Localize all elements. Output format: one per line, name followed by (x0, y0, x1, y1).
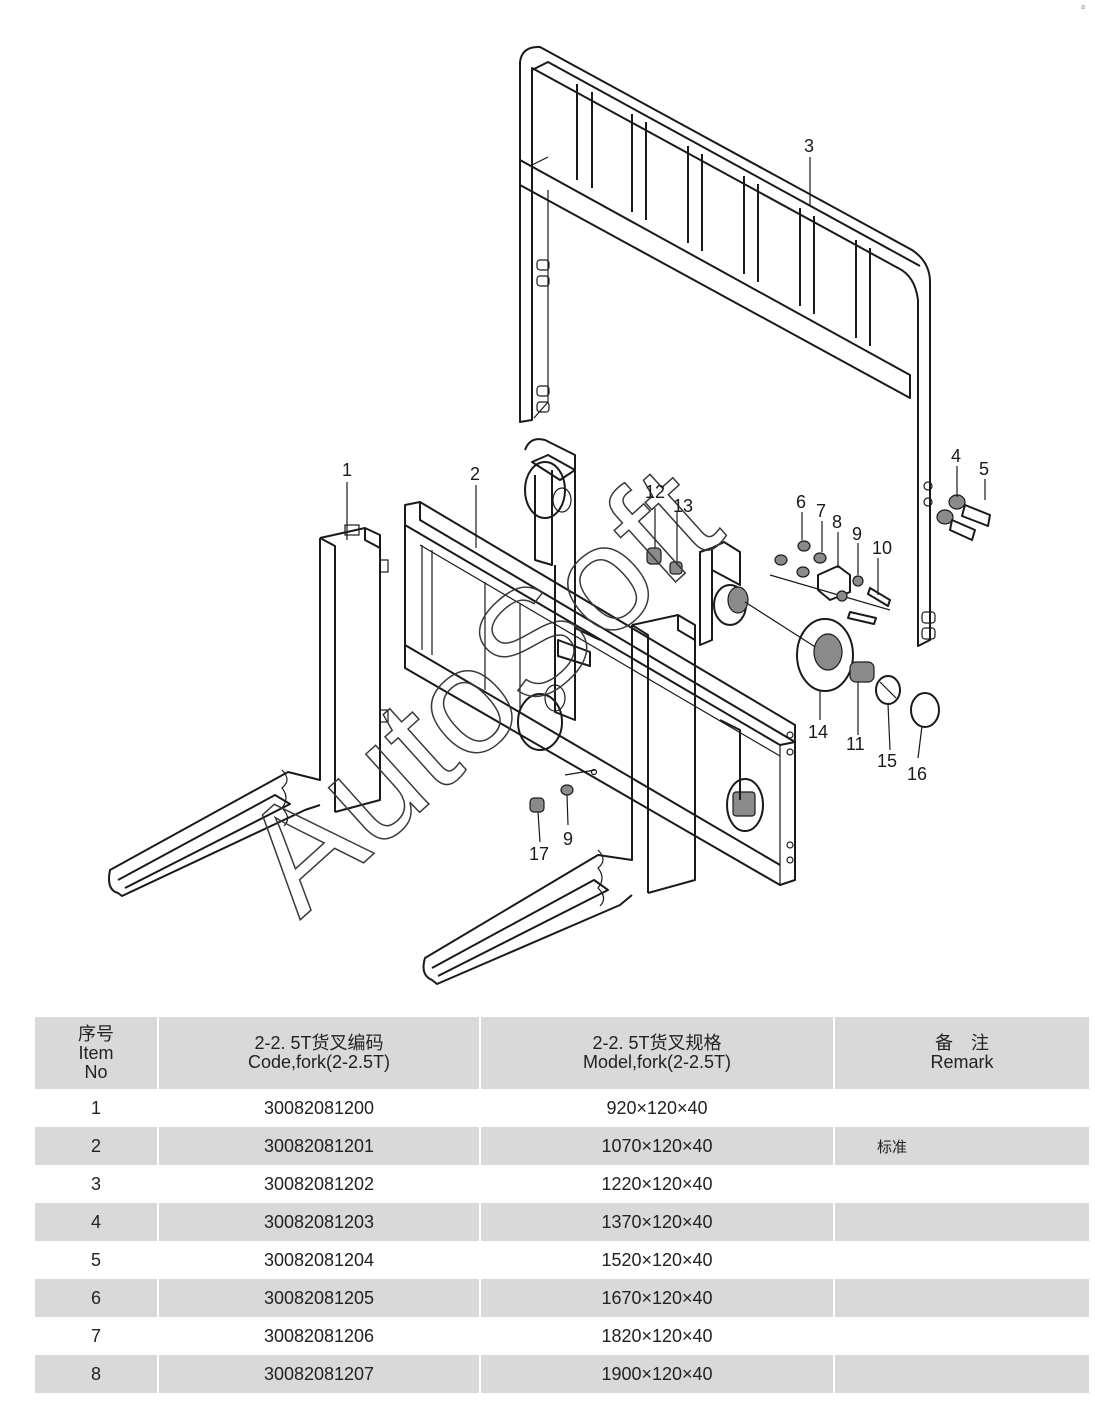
cell-model: 1520×120×40 (480, 1241, 835, 1279)
cell-code: 30082081201 (158, 1127, 481, 1165)
cell-code: 30082081204 (158, 1241, 481, 1279)
cell-code: 30082081200 (158, 1089, 481, 1127)
svg-text:AutoSoft: AutoSoft (209, 434, 749, 944)
callout-9b: 9 (563, 829, 573, 849)
callout-4: 4 (951, 446, 961, 466)
cell-remark (834, 1165, 1091, 1203)
callout-14: 14 (808, 722, 828, 742)
cell-no: 4 (35, 1203, 159, 1241)
callout-7: 7 (816, 501, 826, 521)
callout-12: 12 (645, 482, 665, 502)
cell-no: 6 (35, 1279, 159, 1317)
callout-leaders (346, 157, 986, 843)
table-row: 3 30082081202 1220×120×40 (35, 1165, 1091, 1203)
table-row: 2 30082081201 1070×120×40 标准 (35, 1127, 1091, 1165)
load-backrest (519, 45, 936, 647)
watermark: AutoSoft (208, 433, 750, 944)
cell-remark (834, 1279, 1091, 1317)
header-item-no: 序号 Item No (35, 1017, 159, 1089)
cell-code: 30082081207 (158, 1355, 481, 1393)
table-row: 8 30082081207 1900×120×40 (35, 1355, 1091, 1393)
callout-6: 6 (796, 492, 806, 512)
callout-16: 16 (907, 764, 927, 784)
cell-code: 30082081205 (158, 1279, 481, 1317)
cell-no: 2 (35, 1127, 159, 1165)
callout-1: 1 (342, 460, 352, 480)
callout-10: 10 (872, 538, 892, 558)
cell-model: 1670×120×40 (480, 1279, 835, 1317)
cell-model: 920×120×40 (480, 1089, 835, 1127)
callout-9: 9 (852, 524, 862, 544)
table-row: 5 30082081204 1520×120×40 (35, 1241, 1091, 1279)
cell-no: 8 (35, 1355, 159, 1393)
callout-11: 11 (846, 734, 865, 754)
callout-3: 3 (804, 136, 814, 156)
cell-remark (834, 1317, 1091, 1355)
table-row: 4 30082081203 1370×120×40 (35, 1203, 1091, 1241)
header-remark: 备 注 Remark (834, 1017, 1091, 1089)
callout-labels: 1 2 3 4 5 6 7 8 9 10 11 12 13 14 15 16 1… (342, 136, 989, 864)
callout-2: 2 (470, 464, 480, 484)
table-header-row: 序号 Item No 2-2. 5T货叉编码 Code,fork(2-2.5T)… (35, 1017, 1091, 1089)
cell-no: 3 (35, 1165, 159, 1203)
fork-carriage (404, 438, 796, 886)
callout-5: 5 (979, 459, 989, 479)
cell-no: 5 (35, 1241, 159, 1279)
cell-model: 1900×120×40 (480, 1355, 835, 1393)
cell-code: 30082081203 (158, 1203, 481, 1241)
cell-model: 1070×120×40 (480, 1127, 835, 1165)
cell-remark: 标准 (834, 1127, 1091, 1165)
cell-code: 30082081206 (158, 1317, 481, 1355)
hinge-assembly (529, 494, 991, 813)
callout-15: 15 (877, 751, 897, 771)
cell-model: 1370×120×40 (480, 1203, 835, 1241)
header-code: 2-2. 5T货叉编码 Code,fork(2-2.5T) (158, 1017, 481, 1089)
callout-8: 8 (832, 512, 842, 532)
cell-no: 7 (35, 1317, 159, 1355)
fork-right (422, 614, 696, 985)
header-model: 2-2. 5T货叉规格 Model,fork(2-2.5T) (480, 1017, 835, 1089)
cell-code: 30082081202 (158, 1165, 481, 1203)
cell-remark (834, 1241, 1091, 1279)
cell-no: 1 (35, 1089, 159, 1127)
callout-17: 17 (529, 844, 549, 864)
cell-remark (834, 1355, 1091, 1393)
table-row: 6 30082081205 1670×120×40 (35, 1279, 1091, 1317)
fork-left (108, 524, 389, 897)
cell-model: 1820×120×40 (480, 1317, 835, 1355)
cell-remark (834, 1089, 1091, 1127)
table-row: 7 30082081206 1820×120×40 (35, 1317, 1091, 1355)
parts-table: 序号 Item No 2-2. 5T货叉编码 Code,fork(2-2.5T)… (35, 1017, 1091, 1393)
corner-mark: a (1081, 4, 1085, 11)
table-row: 1 30082081200 920×120×40 (35, 1089, 1091, 1127)
cell-model: 1220×120×40 (480, 1165, 835, 1203)
cell-remark (834, 1203, 1091, 1241)
exploded-parts-diagram: AutoSoft 1 2 3 4 5 6 7 8 9 10 11 12 13 (108, 45, 991, 985)
callout-13: 13 (673, 496, 693, 516)
